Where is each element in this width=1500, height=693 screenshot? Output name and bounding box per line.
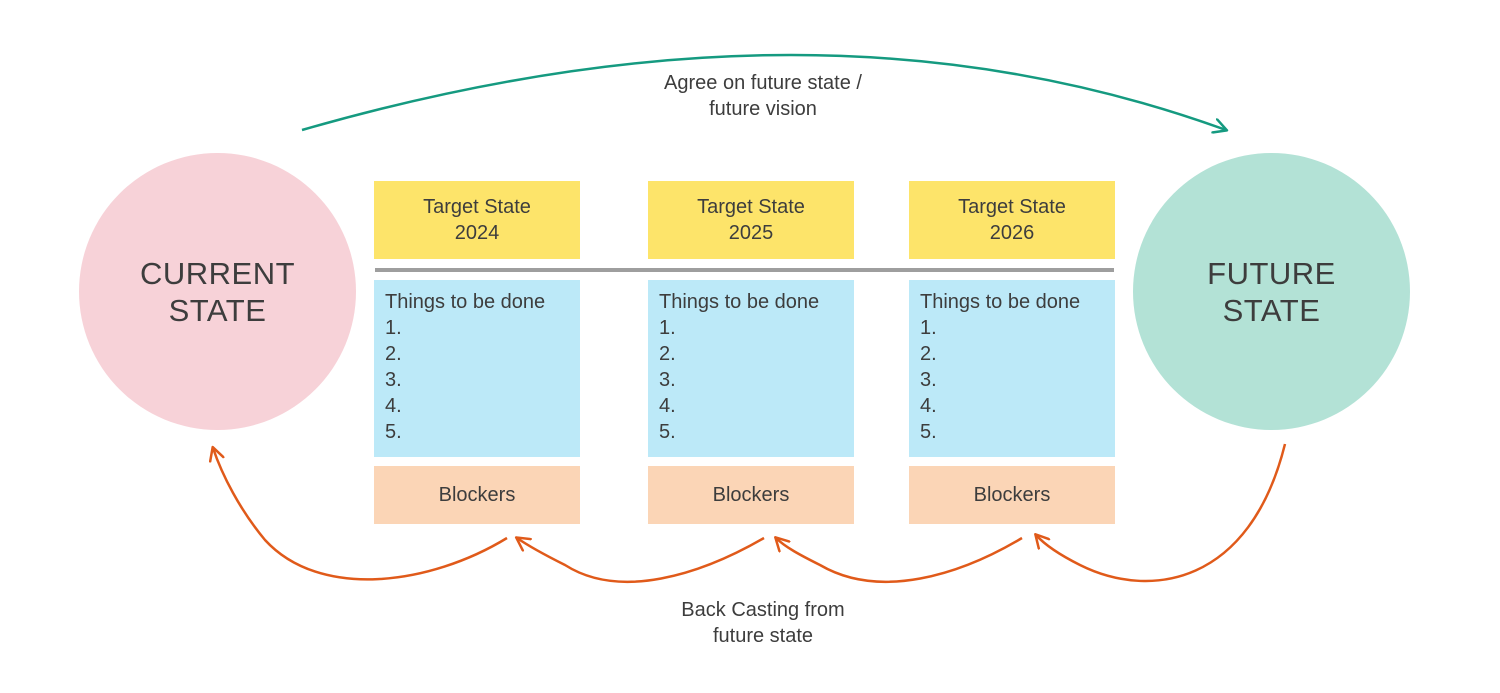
- target-state-card-2024: Target State 2024: [374, 181, 580, 259]
- todo-item: 1.: [659, 317, 676, 339]
- things-to-be-done-card-2024: Things to be done 1. 2. 3. 4. 5.: [374, 280, 580, 457]
- target-state-year: 2025: [728, 222, 774, 244]
- todo-title: Things to be done: [920, 291, 1081, 313]
- todo-item: 3.: [920, 369, 937, 391]
- todo-item: 3.: [385, 369, 402, 391]
- todo-item: 1.: [920, 317, 937, 339]
- blockers-card-2025: Blockers: [648, 466, 854, 524]
- future-state-label-line2: STATE: [1222, 292, 1321, 328]
- target-state-title: Target State: [697, 196, 805, 218]
- current-state-label-line2: STATE: [168, 292, 267, 328]
- blockers-card-2024: Blockers: [374, 466, 580, 524]
- todo-item: 2.: [659, 343, 676, 365]
- backcast-arrow-1: [213, 448, 508, 581]
- todo-item: 2.: [385, 343, 402, 365]
- current-state-label-line1: CURRENT: [139, 255, 296, 291]
- target-state-card-2025: Target State 2025: [648, 181, 854, 259]
- todo-item: 2.: [920, 343, 937, 365]
- todo-item: 4.: [385, 395, 402, 417]
- back-casting-caption: Back Casting from future state: [613, 597, 913, 649]
- caption-line: future state: [712, 625, 814, 647]
- todo-item: 5.: [659, 421, 676, 443]
- caption-line: future vision: [709, 98, 817, 120]
- things-to-be-done-card-2025: Things to be done 1. 2. 3. 4. 5.: [648, 280, 854, 457]
- todo-title: Things to be done: [385, 291, 546, 313]
- agree-future-state-arrow: [301, 53, 1226, 130]
- todo-item: 3.: [659, 369, 676, 391]
- future-state-label-line1: FUTURE: [1207, 255, 1336, 291]
- target-state-card-2026: Target State 2026: [909, 181, 1115, 259]
- todo-item: 4.: [659, 395, 676, 417]
- backcast-arrow-2: [517, 538, 765, 584]
- target-state-title: Target State: [958, 196, 1066, 218]
- todo-item: 5.: [385, 421, 402, 443]
- todo-item: 5.: [920, 421, 937, 443]
- target-state-title: Target State: [423, 196, 531, 218]
- backcast-arrow-3: [776, 538, 1023, 583]
- target-state-year: 2024: [454, 222, 500, 244]
- backcast-arrow-4: [1036, 443, 1287, 583]
- agree-future-state-caption: Agree on future state / future vision: [613, 70, 913, 122]
- current-state-circle: CURRENT STATE: [79, 153, 356, 430]
- todo-item: 4.: [920, 395, 937, 417]
- blockers-card-2026: Blockers: [909, 466, 1115, 524]
- timeline-divider: [375, 268, 1114, 272]
- future-state-circle: FUTURE STATE: [1133, 153, 1410, 430]
- target-state-year: 2026: [989, 222, 1035, 244]
- todo-item: 1.: [385, 317, 402, 339]
- todo-title: Things to be done: [659, 291, 820, 313]
- caption-line: Agree on future state /: [664, 72, 862, 94]
- caption-line: Back Casting from: [681, 599, 845, 621]
- things-to-be-done-card-2026: Things to be done 1. 2. 3. 4. 5.: [909, 280, 1115, 457]
